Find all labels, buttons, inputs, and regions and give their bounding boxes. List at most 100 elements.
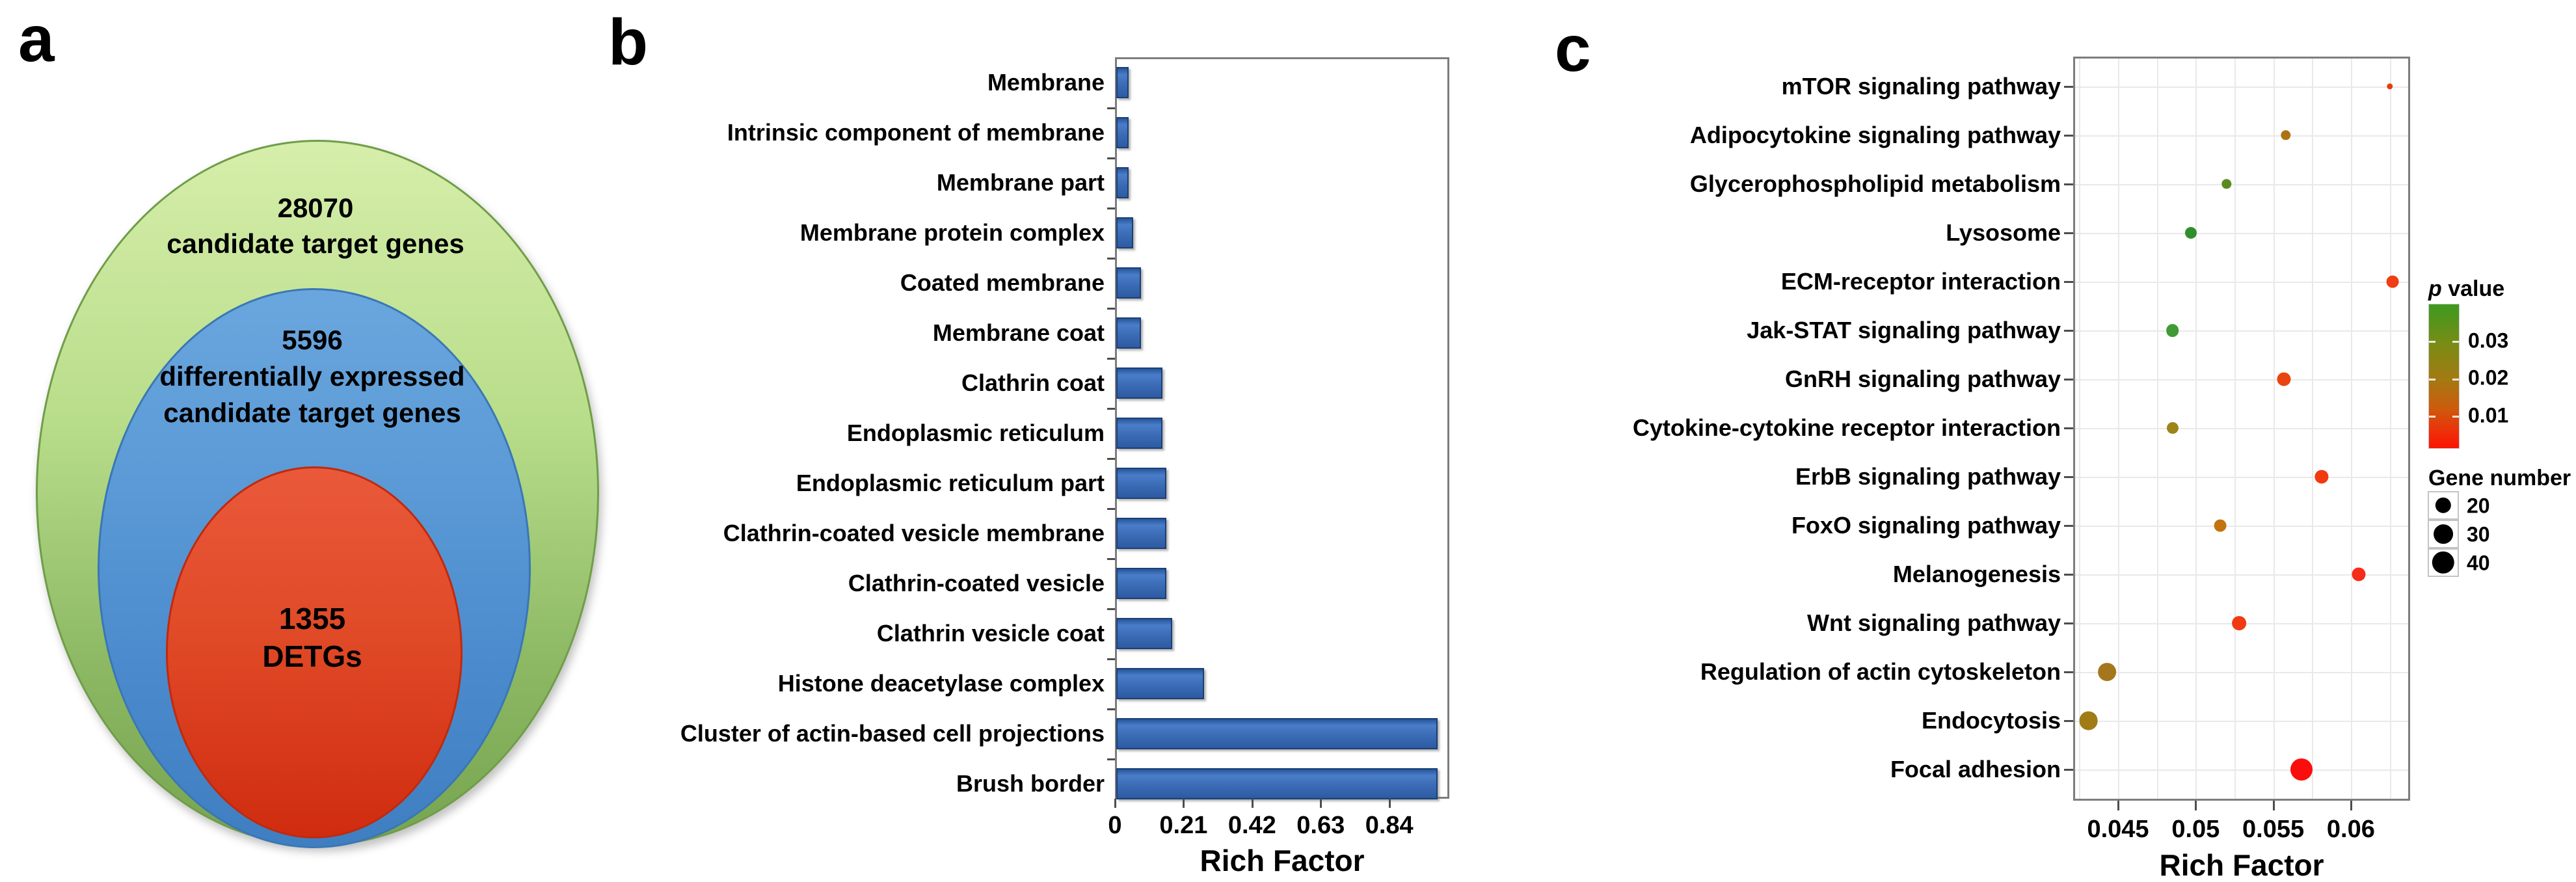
y-axis-tick	[1107, 608, 1115, 610]
bar-category-label: Clathrin coat	[961, 369, 1105, 396]
y-axis-tick	[1107, 508, 1115, 510]
venn-middle-caption-1: differentially expressed	[159, 361, 465, 392]
x-axis-tick	[2117, 801, 2119, 810]
panel-c-letter: c	[1555, 12, 1591, 85]
y-axis-tick	[1107, 408, 1115, 410]
venn-outer-caption: candidate target genes	[167, 228, 464, 259]
scatter-dot	[2386, 83, 2393, 90]
y-axis-tick	[1107, 758, 1115, 760]
gene-number-swatch-40	[2428, 548, 2459, 577]
bar-category-label: Clathrin-coated vesicle	[848, 570, 1105, 596]
y-axis-tick	[1107, 708, 1115, 710]
grid-line-horizontal	[2075, 574, 2408, 576]
x-axis-tick	[1114, 799, 1116, 808]
y-axis-tick	[2064, 281, 2073, 283]
grid-line-horizontal	[2075, 87, 2408, 88]
x-axis-tick	[1183, 799, 1185, 808]
y-axis-tick	[2064, 183, 2073, 185]
x-tick-label: 0.05	[2171, 816, 2220, 843]
y-axis-tick	[2064, 671, 2073, 673]
y-axis-tick	[1107, 358, 1115, 360]
grid-line-horizontal	[2075, 184, 2408, 185]
scatter-dot	[2214, 519, 2227, 532]
colorbar-tick-notch	[2429, 378, 2435, 381]
bar	[1116, 117, 1129, 148]
colorbar-tick-notch	[2452, 378, 2459, 381]
gene-number-label-40: 40	[2467, 551, 2490, 575]
x-tick-label: 0.84	[1365, 812, 1414, 839]
bar-category-label: Histone deacetylase complex	[777, 670, 1105, 697]
bar	[1116, 67, 1129, 98]
x-tick-label: 0.055	[2242, 816, 2305, 843]
y-axis-tick	[2064, 135, 2073, 137]
y-axis-tick	[2064, 427, 2073, 429]
y-axis-tick	[1107, 308, 1115, 310]
colorbar-tick-notch	[2452, 341, 2459, 343]
x-tick-label: 0.045	[2087, 816, 2149, 843]
pvalue-colorbar	[2428, 304, 2460, 449]
scatter-dot	[2166, 421, 2179, 434]
y-axis-tick	[2064, 476, 2073, 478]
y-axis-tick	[1107, 558, 1115, 560]
x-tick-label: 0.21	[1159, 812, 1208, 839]
bar	[1116, 217, 1134, 248]
grid-line-horizontal	[2075, 769, 2408, 771]
y-axis-tick	[2064, 720, 2073, 722]
grid-line-horizontal	[2075, 526, 2408, 527]
y-axis-tick	[2064, 86, 2073, 88]
scatter-dot	[2079, 711, 2099, 730]
bar-category-label: Intrinsic component of membrane	[727, 119, 1105, 146]
y-axis-tick	[1107, 258, 1115, 260]
scatter-dot	[2386, 275, 2399, 288]
venn-inner-caption: DETGs	[262, 639, 362, 673]
bar	[1116, 718, 1438, 749]
gene-number-label-30: 30	[2467, 522, 2490, 546]
grid-line-horizontal	[2075, 477, 2408, 478]
y-axis-tick	[2064, 525, 2073, 527]
bar-category-label: Cluster of actin-based cell projections	[680, 720, 1105, 747]
x-axis-tick	[2272, 801, 2275, 810]
scatter-category-label: Adipocytokine signaling pathway	[1689, 122, 2061, 148]
x-axis-tick	[2195, 801, 2197, 810]
bar-category-label: Membrane protein complex	[799, 219, 1105, 246]
grid-line-horizontal	[2075, 135, 2408, 137]
y-axis-tick	[1107, 107, 1115, 109]
grid-line-horizontal	[2075, 379, 2408, 381]
bar-category-label: Clathrin vesicle coat	[876, 620, 1105, 647]
scatter-dot	[2290, 758, 2313, 781]
gene-number-label-20: 20	[2467, 494, 2490, 518]
x-axis-tick	[2350, 801, 2352, 810]
y-axis-tick	[1107, 207, 1115, 209]
bar-category-label: Endoplasmic reticulum part	[796, 470, 1105, 496]
bar	[1116, 317, 1142, 349]
bar	[1116, 167, 1129, 198]
gene-number-swatch-20	[2428, 491, 2459, 520]
scatter-category-label: ECM-receptor interaction	[1780, 268, 2061, 295]
y-axis-tick	[2064, 330, 2073, 332]
grid-line-horizontal	[2075, 330, 2408, 332]
pvalue-tick-002: 0.02	[2468, 366, 2509, 390]
scatter-category-label: FoxO signaling pathway	[1791, 512, 2061, 539]
y-axis-tick	[2064, 232, 2073, 234]
grid-line-horizontal	[2075, 721, 2408, 722]
grid-line-horizontal	[2075, 672, 2408, 673]
bar	[1116, 518, 1166, 549]
y-axis-tick	[1107, 157, 1115, 159]
scatter-category-label: Wnt signaling pathway	[1806, 609, 2061, 636]
scatter-category-label: Regulation of actin cytoskeleton	[1700, 658, 2061, 685]
gene-number-dot-40	[2432, 551, 2455, 574]
scatter-dot	[2277, 372, 2291, 386]
x-tick-label: 0.63	[1296, 812, 1345, 839]
bar	[1116, 618, 1172, 649]
panel-a-letter: a	[18, 3, 55, 75]
bar-category-label: Membrane coat	[932, 319, 1105, 346]
gene-number-dot-30	[2434, 524, 2453, 544]
bar	[1116, 568, 1166, 599]
scatter-dot	[2280, 130, 2291, 140]
gene-number-swatch-30	[2428, 520, 2459, 548]
scatter-category-label: Lysosome	[1946, 219, 2061, 246]
scatter-category-label: Focal adhesion	[1890, 756, 2061, 782]
scatter-dot	[2185, 226, 2197, 239]
bar-category-label: Brush border	[956, 770, 1105, 797]
